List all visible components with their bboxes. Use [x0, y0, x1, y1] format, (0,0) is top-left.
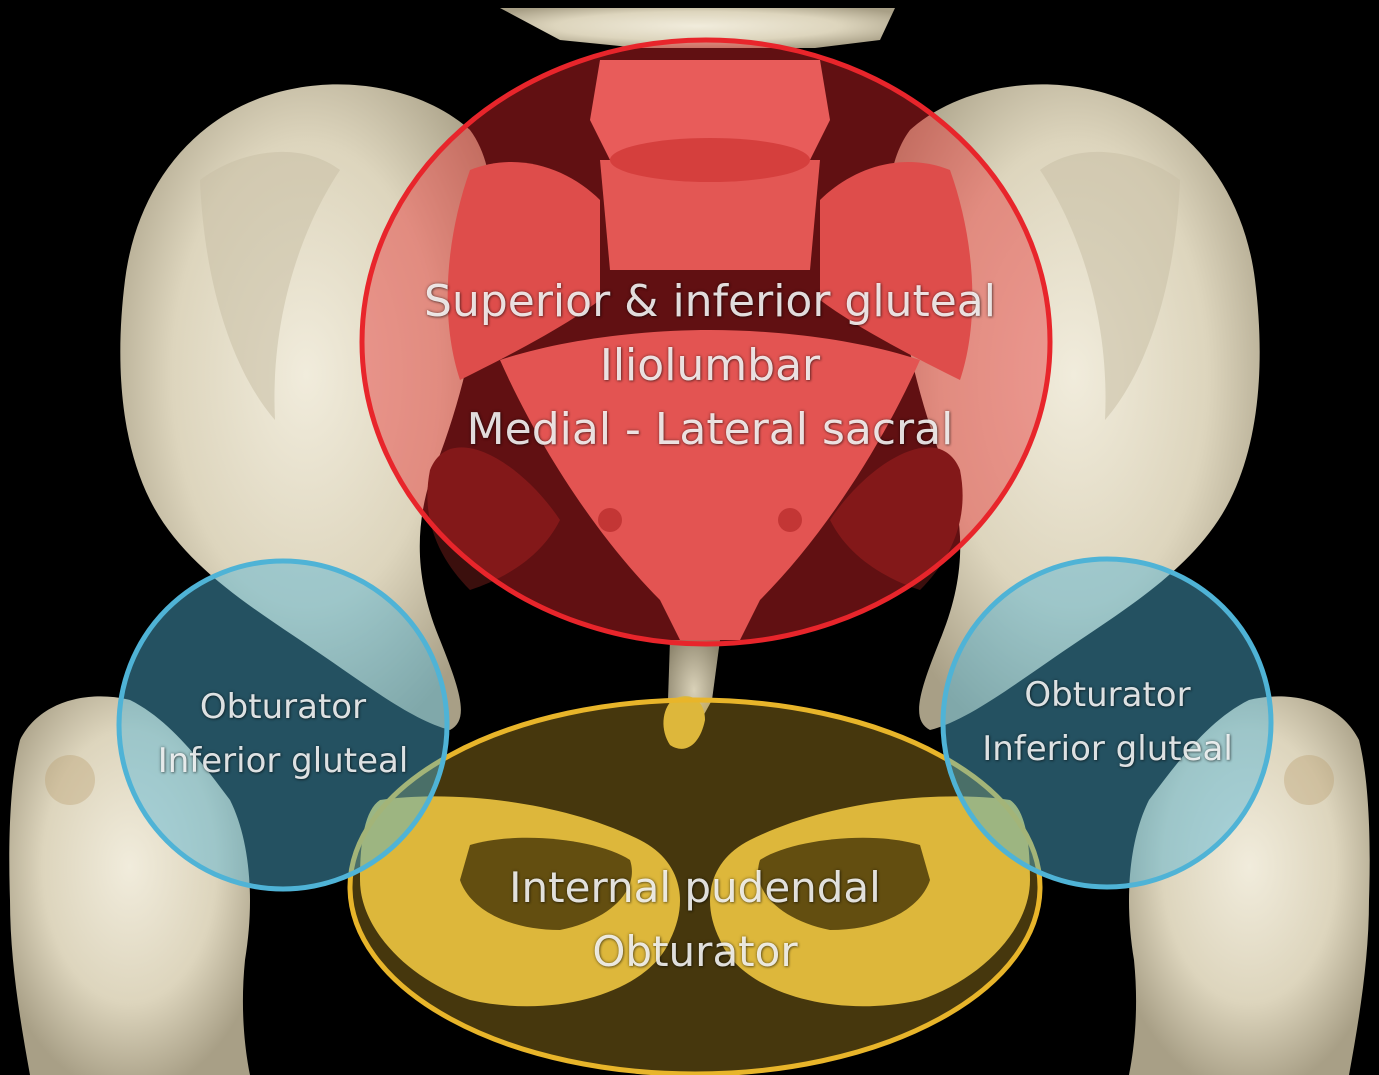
blue-left-zone-labels: Obturator Inferior gluteal — [118, 680, 448, 788]
red-zone-line-1: Superior & inferior gluteal — [360, 270, 1060, 334]
yellow-zone-line-2: Obturator — [350, 920, 1040, 984]
blue-left-line-2: Inferior gluteal — [118, 734, 448, 788]
yellow-zone-line-1: Internal pudendal — [350, 856, 1040, 920]
blue-right-zone-labels: Obturator Inferior gluteal — [940, 668, 1275, 776]
blue-right-line-1: Obturator — [940, 668, 1275, 722]
red-zone-line-2: Iliolumbar — [360, 334, 1060, 398]
blue-right-line-2: Inferior gluteal — [940, 722, 1275, 776]
yellow-zone-labels: Internal pudendal Obturator — [350, 856, 1040, 984]
red-zone-line-3: Medial - Lateral sacral — [360, 398, 1060, 462]
blue-left-line-1: Obturator — [118, 680, 448, 734]
red-zone-labels: Superior & inferior gluteal Iliolumbar M… — [360, 270, 1060, 462]
